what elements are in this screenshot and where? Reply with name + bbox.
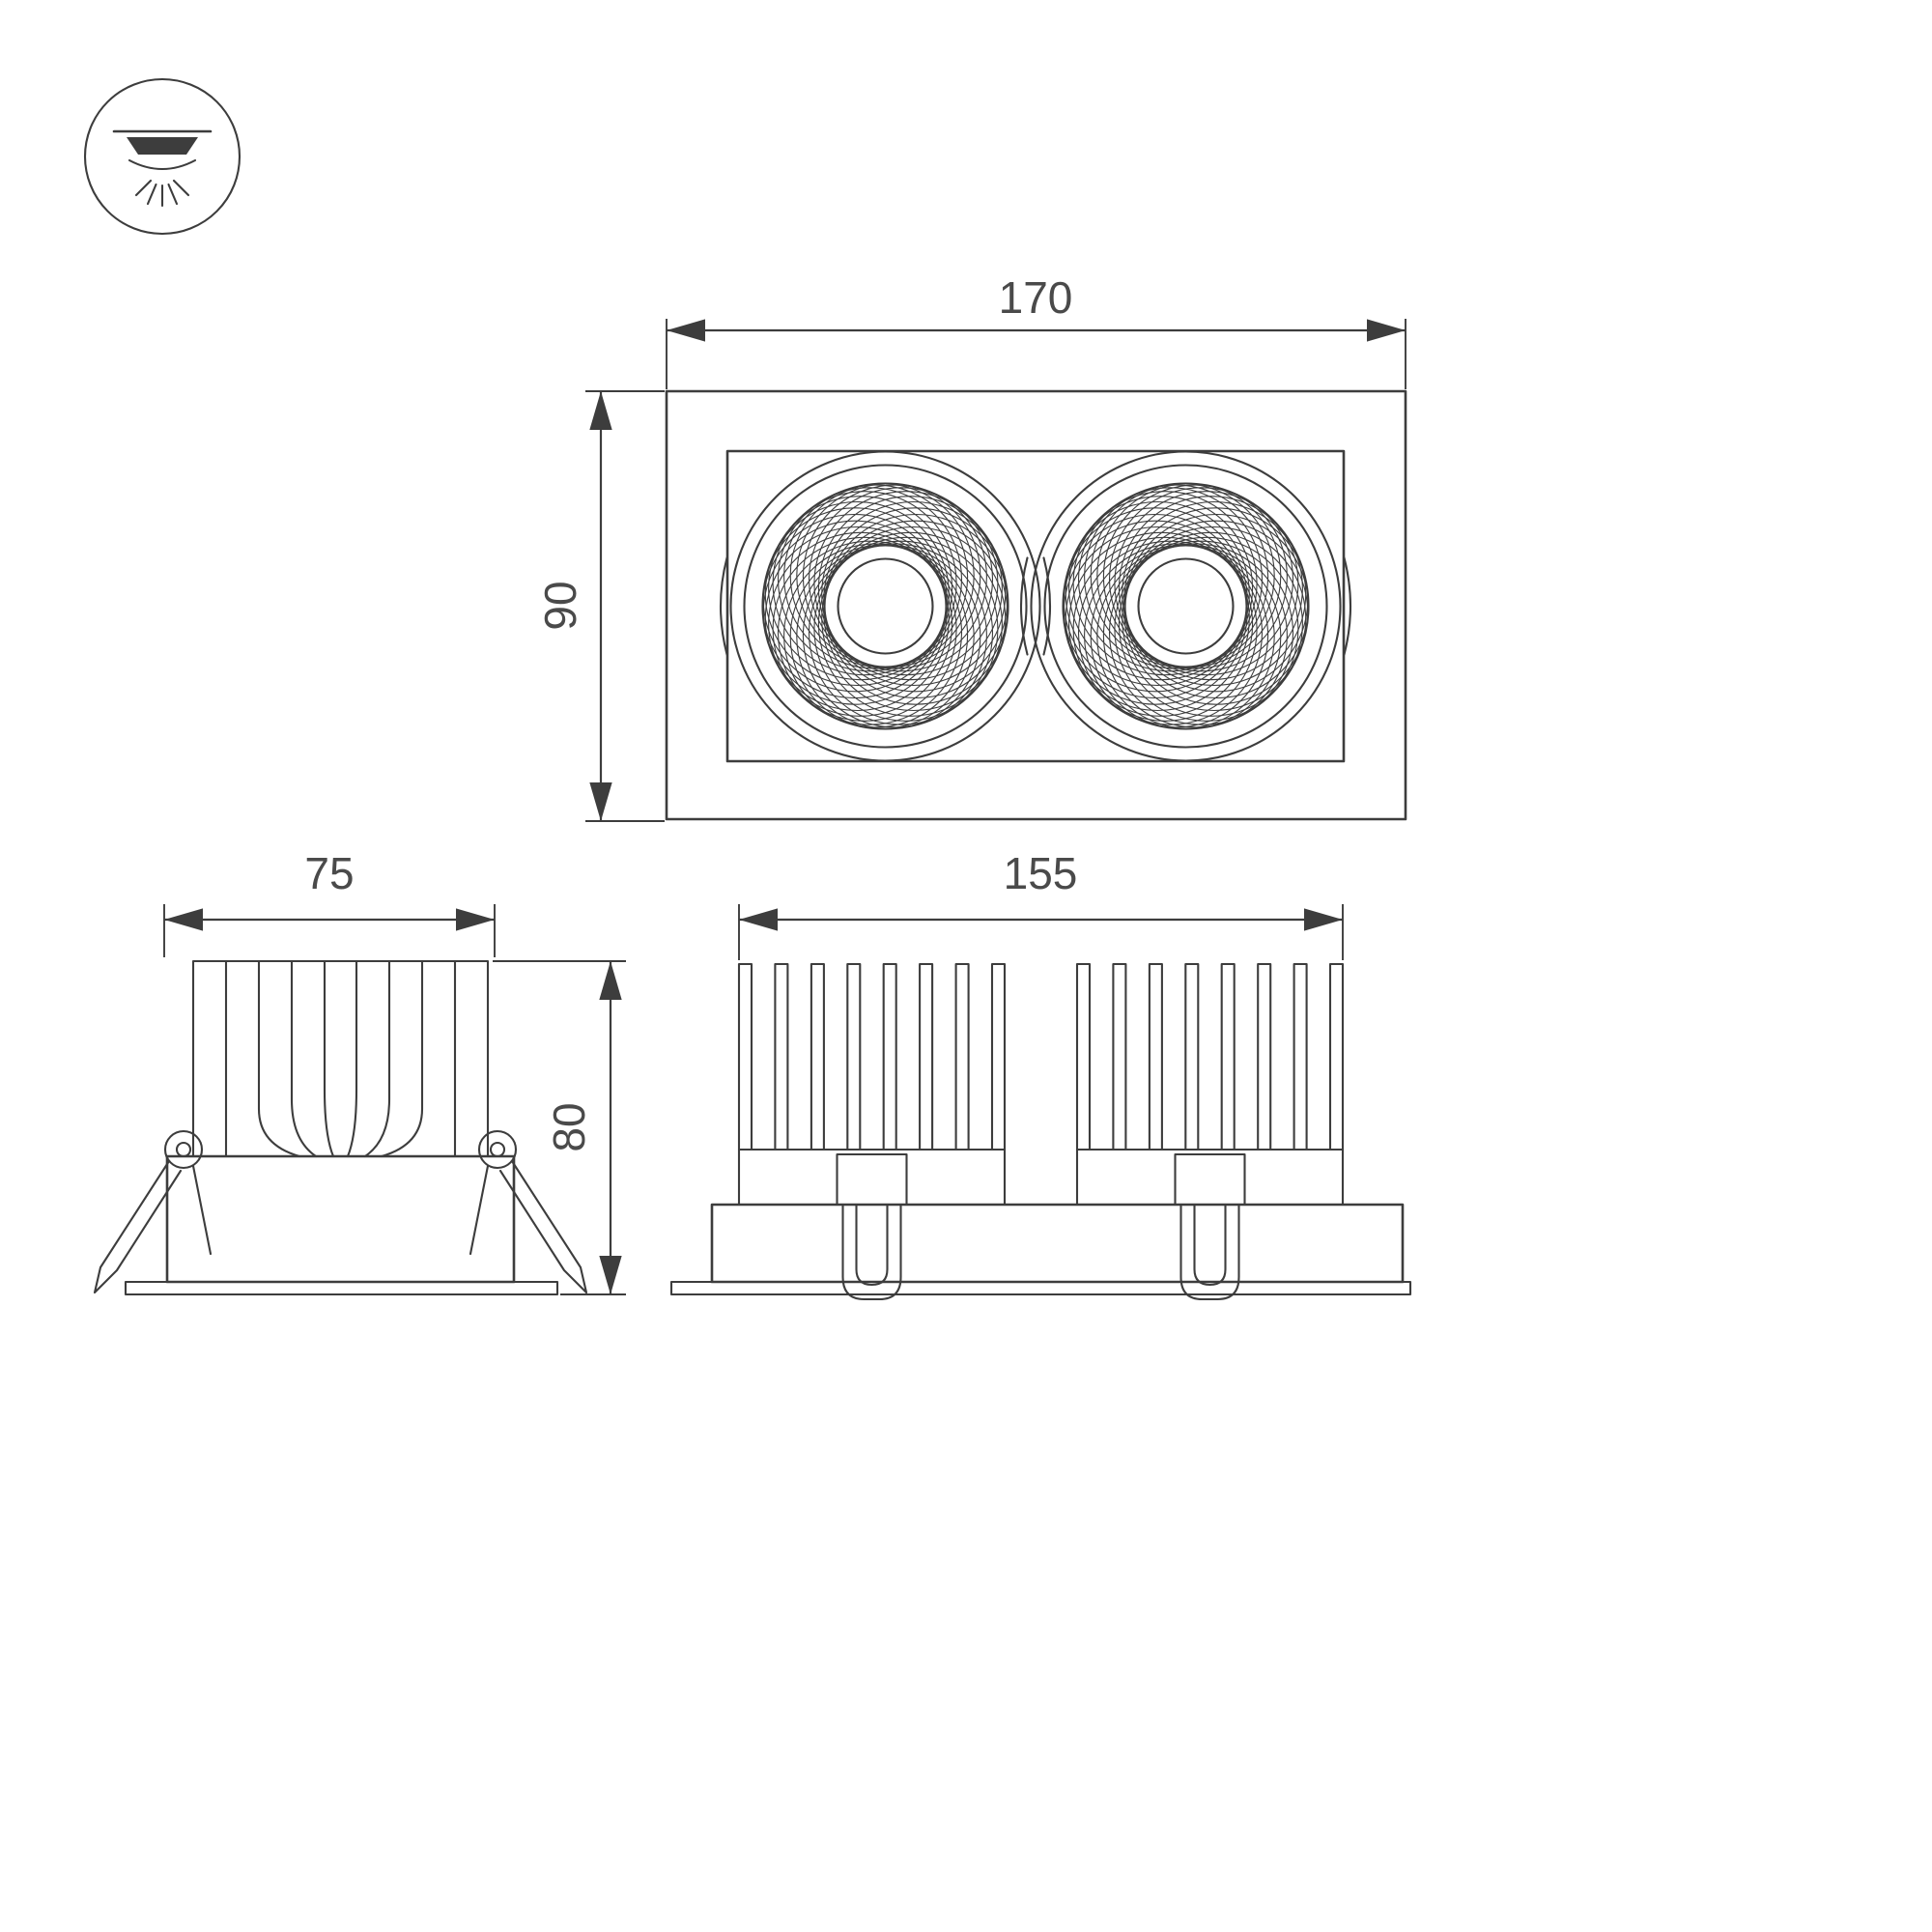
lamp-lens-arc: [128, 158, 197, 170]
dim-front-height: 90: [535, 390, 665, 822]
clip-bracket-inner: [855, 1203, 889, 1287]
reflector-mesh: [761, 483, 1009, 729]
clip-lever: [498, 1159, 588, 1294]
gimbal-arc-left: [1020, 556, 1029, 656]
lamp-outer-ring: [1030, 450, 1342, 762]
clip-mechanism-left: [836, 1152, 908, 1301]
side-flange: [124, 1280, 559, 1296]
module-base-left: [737, 1148, 1007, 1207]
rear-view: [669, 962, 1412, 1301]
lamp-outer-ring: [729, 450, 1041, 762]
led-ring: [1123, 544, 1248, 668]
spring-clip-left: [93, 1129, 213, 1294]
rear-flange: [669, 1280, 1412, 1296]
clip-bracket-inner: [1193, 1203, 1227, 1287]
fin-group-right: [1075, 962, 1345, 1150]
icon-circle: [83, 77, 242, 236]
clip-lever: [93, 1159, 183, 1294]
led-ring: [823, 544, 948, 668]
clip-strut: [469, 1164, 490, 1256]
led-center: [1137, 557, 1235, 655]
front-outer-frame: [665, 389, 1407, 821]
dim-front-width: 170: [666, 272, 1406, 389]
fin-group-left: [737, 962, 1007, 1150]
light-rays-icon: [134, 179, 190, 208]
clip-pivot-pin: [175, 1141, 192, 1158]
dimension-label: 80: [544, 1102, 594, 1151]
clip-bracket-outer: [1179, 1203, 1240, 1301]
front-view: [665, 389, 1407, 821]
clip-pivot: [477, 1129, 518, 1170]
downlight-icon: [83, 77, 242, 236]
clip-spring-block: [1174, 1152, 1246, 1207]
clip-bracket-outer: [841, 1203, 902, 1301]
side-trim-body: [165, 1154, 516, 1284]
lamp-bezel-ring: [1043, 464, 1328, 749]
rear-housing-body: [710, 1203, 1405, 1284]
clip-spring-block: [836, 1152, 908, 1207]
dim-rear-width: 155: [738, 848, 1344, 960]
spring-clip-right: [469, 1129, 588, 1294]
clip-pivot: [163, 1129, 204, 1170]
dim-side-height: 80: [493, 960, 626, 1295]
led-center: [837, 557, 934, 655]
clip-mechanism-right: [1174, 1152, 1246, 1301]
dimension-label: 75: [304, 848, 354, 898]
dim-side-width: 75: [163, 848, 496, 957]
dimension-label: 90: [535, 581, 585, 630]
lamp-bezel-ring: [743, 464, 1028, 749]
dimension-label: 155: [1004, 848, 1078, 898]
reflector-mesh: [1062, 483, 1310, 729]
lamp-module-2: [1020, 450, 1351, 762]
gimbal-arc-right: [1343, 556, 1351, 656]
module-base-right: [1075, 1148, 1345, 1207]
front-inner-frame: [725, 449, 1346, 763]
clip-strut: [191, 1164, 213, 1256]
gimbal-arc-right: [1042, 556, 1051, 656]
gimbal-arc-left: [720, 556, 728, 656]
side-view: [93, 959, 588, 1296]
lamp-module-1: [720, 450, 1051, 762]
clip-pivot-pin: [489, 1141, 506, 1158]
lamp-body: [127, 137, 198, 155]
dimension-label: 170: [999, 272, 1073, 323]
side-heatsink: [191, 959, 490, 1158]
